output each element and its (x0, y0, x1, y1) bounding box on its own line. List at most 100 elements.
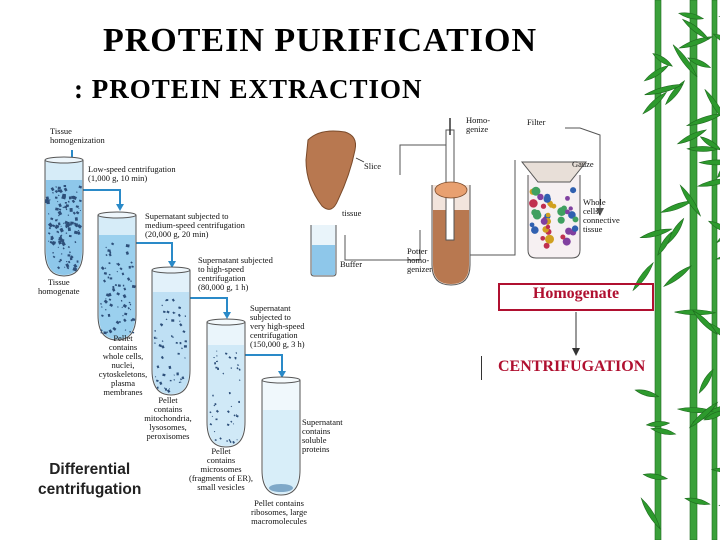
particle (101, 314, 104, 317)
particle (57, 222, 61, 226)
particle (120, 299, 123, 302)
particle (129, 308, 132, 311)
particle (230, 367, 233, 369)
bamboo-leaf (687, 57, 712, 68)
particle (228, 356, 232, 359)
cell-dot (540, 217, 548, 225)
particle (105, 308, 107, 311)
particle (54, 196, 58, 199)
particle (181, 376, 185, 380)
particle (180, 381, 182, 383)
particle (125, 244, 130, 248)
particle (106, 331, 109, 333)
particle (178, 381, 181, 384)
particle (100, 306, 103, 308)
bamboo-leaf (663, 265, 693, 287)
particle (100, 332, 102, 334)
particle (111, 242, 115, 246)
particle (230, 420, 233, 423)
particle (238, 368, 241, 371)
particle (122, 294, 127, 299)
bamboo-leaf (712, 33, 720, 45)
particle (72, 267, 78, 272)
particle (67, 200, 70, 203)
bamboo-leaf (644, 84, 683, 96)
particle (123, 287, 127, 291)
particle (57, 200, 59, 203)
particle (116, 292, 121, 296)
particle (121, 272, 125, 276)
particle (128, 265, 131, 269)
bamboo-leaf (640, 497, 661, 530)
cell-dot (557, 216, 565, 224)
particle (54, 224, 60, 229)
bamboo-leaf (639, 228, 673, 238)
particle (161, 345, 165, 349)
particle (105, 298, 107, 300)
particle (52, 241, 56, 245)
particle (112, 285, 115, 289)
particle (57, 186, 61, 190)
particle (59, 258, 62, 262)
particle (52, 191, 54, 194)
particle (165, 299, 167, 302)
label-tissue: tissue (342, 208, 362, 218)
particle (160, 355, 164, 360)
particle (178, 306, 182, 310)
particle (159, 323, 164, 327)
bamboo-leaf (679, 184, 702, 217)
particle (59, 189, 63, 194)
particle (64, 202, 67, 204)
particle (67, 214, 70, 216)
cell-dot (570, 187, 577, 194)
particle (109, 303, 114, 308)
particle (102, 279, 107, 283)
particle (57, 194, 60, 197)
cell-dot (545, 212, 551, 218)
particle (162, 373, 166, 377)
bamboo-leaf (650, 427, 677, 435)
particle (131, 284, 136, 289)
particle (62, 247, 65, 250)
label-homogenize: Homo-genize (466, 115, 491, 134)
tube-high-speed (206, 318, 246, 448)
particle (77, 205, 80, 208)
particle (156, 337, 158, 339)
particle (213, 431, 216, 433)
particle (224, 352, 228, 355)
label-low-speed: Low-speed centrifugation(1,000 g, 10 min… (88, 164, 176, 183)
particle (116, 270, 119, 273)
particle (100, 329, 103, 332)
particle (48, 226, 52, 230)
particle (63, 187, 68, 192)
particle (173, 374, 175, 376)
particle (49, 199, 51, 201)
particle (58, 238, 61, 241)
cell-dot (565, 209, 570, 215)
particle (68, 251, 71, 254)
particle (184, 340, 188, 343)
cell-dot (545, 224, 551, 230)
particle (103, 299, 108, 304)
particle (117, 306, 119, 308)
particle (212, 394, 214, 397)
cell-dot (540, 235, 546, 241)
bamboo-leaf (634, 389, 660, 398)
particle (105, 246, 107, 249)
tube-low-speed (97, 211, 137, 341)
particle (65, 263, 70, 268)
particle (222, 372, 225, 375)
particle (56, 218, 58, 221)
bamboo-leaf (699, 136, 720, 151)
particle (226, 440, 229, 442)
particle (158, 344, 162, 348)
particle (65, 204, 70, 208)
